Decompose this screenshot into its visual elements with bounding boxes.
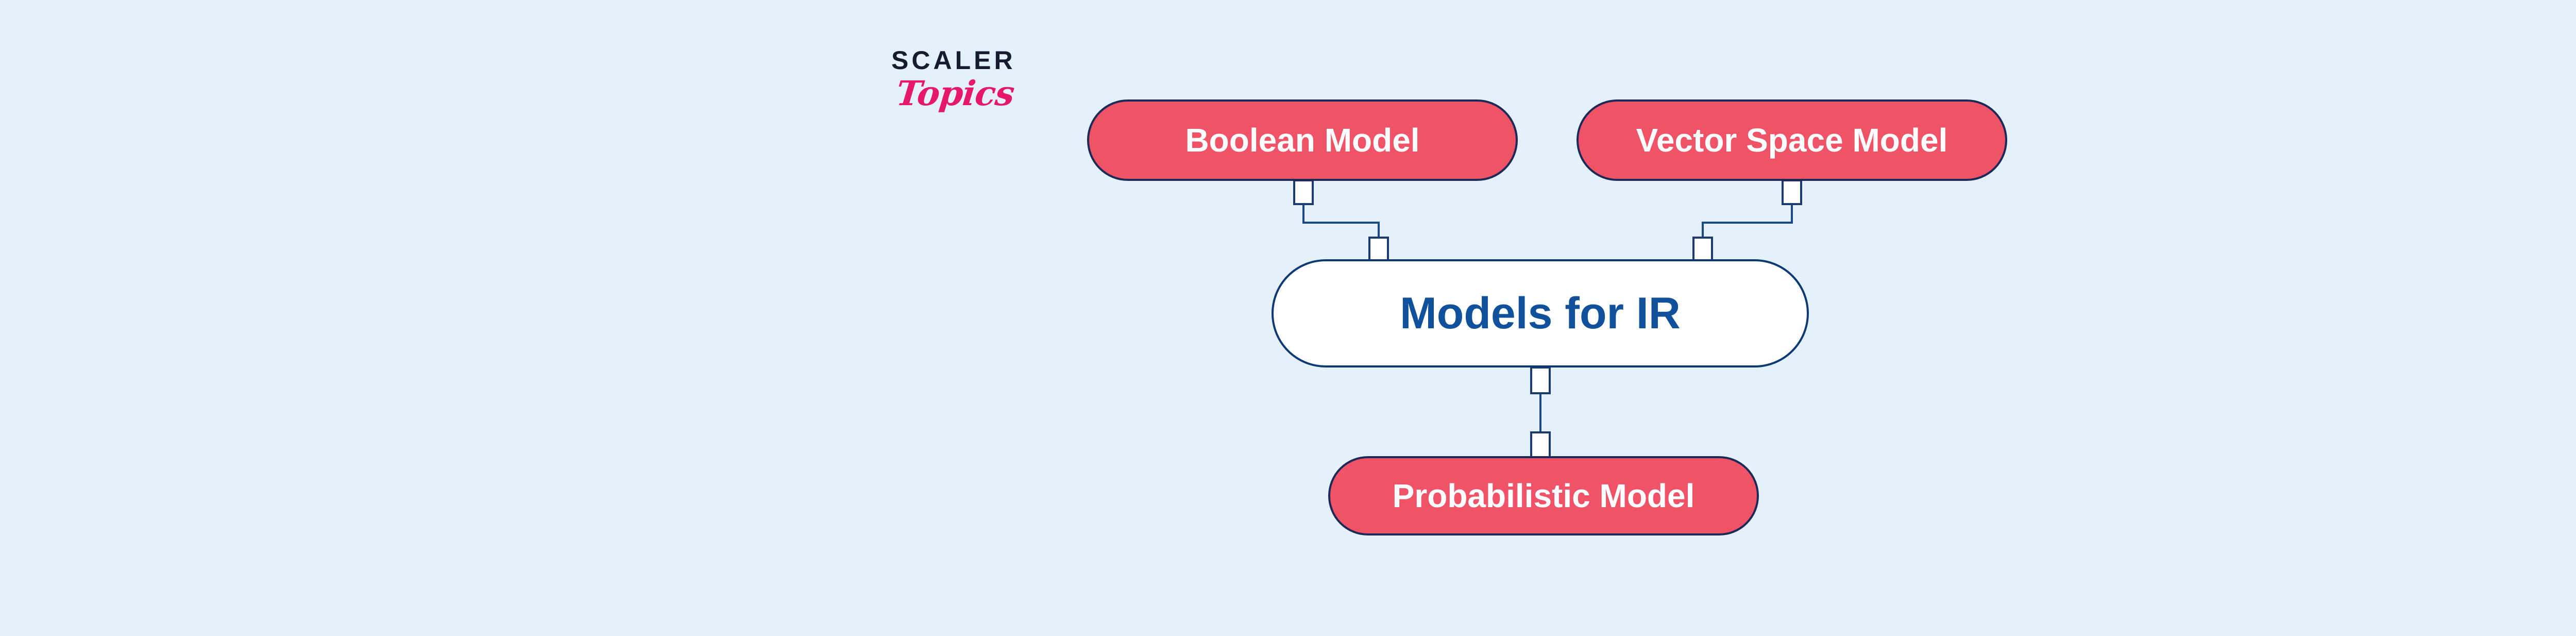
- edge-port-source: [1782, 179, 1802, 205]
- node-boolean-model-label: Boolean Model: [1185, 122, 1420, 159]
- logo-wordmark-topics: Topics: [894, 73, 1016, 113]
- edge-port-target: [1692, 237, 1713, 262]
- logo-wordmark-scaler: SCALER: [891, 46, 1016, 75]
- edge-port-target: [1368, 237, 1389, 262]
- edge-port-source: [1293, 179, 1314, 205]
- node-vector-space-model[interactable]: Vector Space Model: [1577, 99, 2007, 181]
- edge-port-source: [1530, 366, 1551, 394]
- edge-root-to-probabilistic: [1530, 366, 1551, 459]
- node-boolean-model[interactable]: Boolean Model: [1087, 99, 1518, 181]
- scaler-topics-logo: SCALER Topics: [891, 47, 1046, 132]
- edge-vector-space-to-root: [1692, 179, 1802, 262]
- node-vector-space-model-label: Vector Space Model: [1636, 122, 1948, 159]
- node-models-for-ir-label: Models for IR: [1400, 289, 1681, 338]
- node-models-for-ir[interactable]: Models for IR: [1272, 259, 1809, 367]
- node-probabilistic-model-label: Probabilistic Model: [1392, 477, 1695, 514]
- edge-port-target: [1530, 431, 1551, 459]
- edge-boolean-to-root: [1293, 179, 1389, 262]
- node-probabilistic-model[interactable]: Probabilistic Model: [1328, 456, 1759, 535]
